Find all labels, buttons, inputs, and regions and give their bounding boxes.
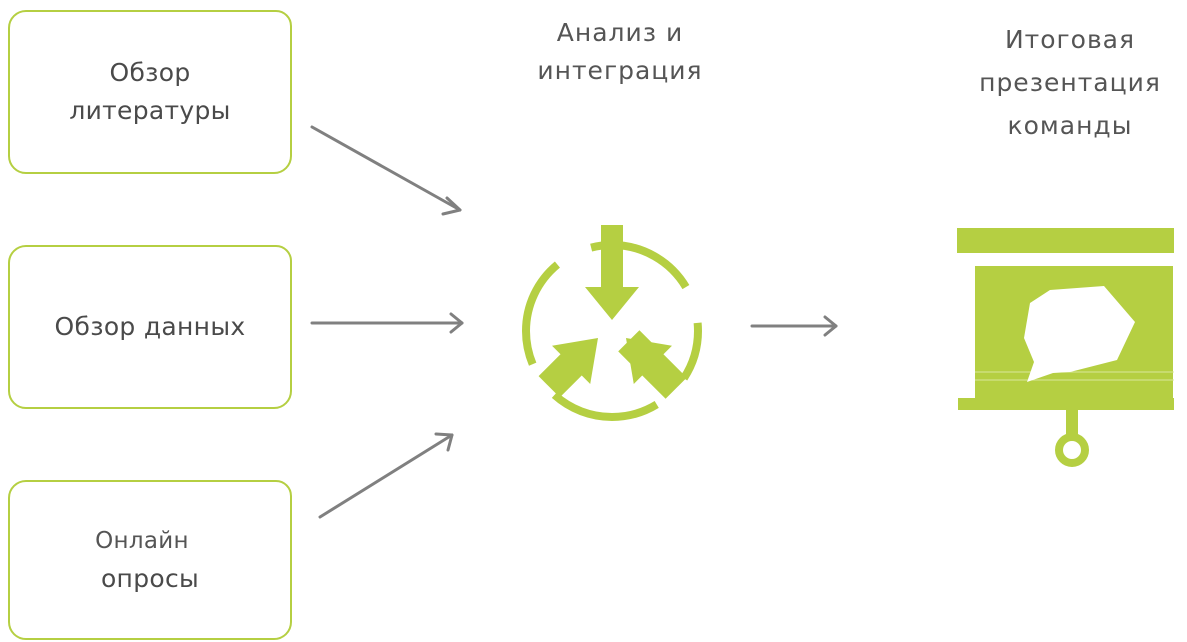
- source-box-data-review: Обзор данных: [8, 245, 292, 409]
- source-label-line: Обзор данных: [54, 312, 246, 341]
- heading-line: команды: [1007, 111, 1133, 140]
- presentation-board-icon: [957, 228, 1174, 467]
- source-box-literature-review: Обзор литературы: [8, 10, 292, 174]
- source-label-line: литературы: [69, 96, 231, 125]
- heading-line: Анализ и: [556, 18, 684, 47]
- heading-line: Итоговая: [1004, 25, 1136, 54]
- source-label-line: опросы: [100, 564, 200, 593]
- source-label-line: Онлайн: [95, 528, 189, 554]
- heading-line: интеграция: [537, 56, 703, 85]
- arrow-data-to-analysis: [310, 312, 464, 334]
- heading-line: презентация: [979, 68, 1161, 97]
- arrow-literature-to-analysis: [310, 125, 462, 216]
- integration-icon: [522, 225, 702, 421]
- source-box-online-surveys: Онлайн опросы: [8, 480, 292, 640]
- arrow-analysis-to-presentation: [750, 315, 838, 337]
- presentation-heading: Итоговая презентация команды: [950, 18, 1187, 147]
- arrow-surveys-to-analysis: [318, 432, 454, 519]
- source-label-line: Обзор: [109, 58, 191, 87]
- analysis-heading: Анализ и интеграция: [490, 14, 750, 90]
